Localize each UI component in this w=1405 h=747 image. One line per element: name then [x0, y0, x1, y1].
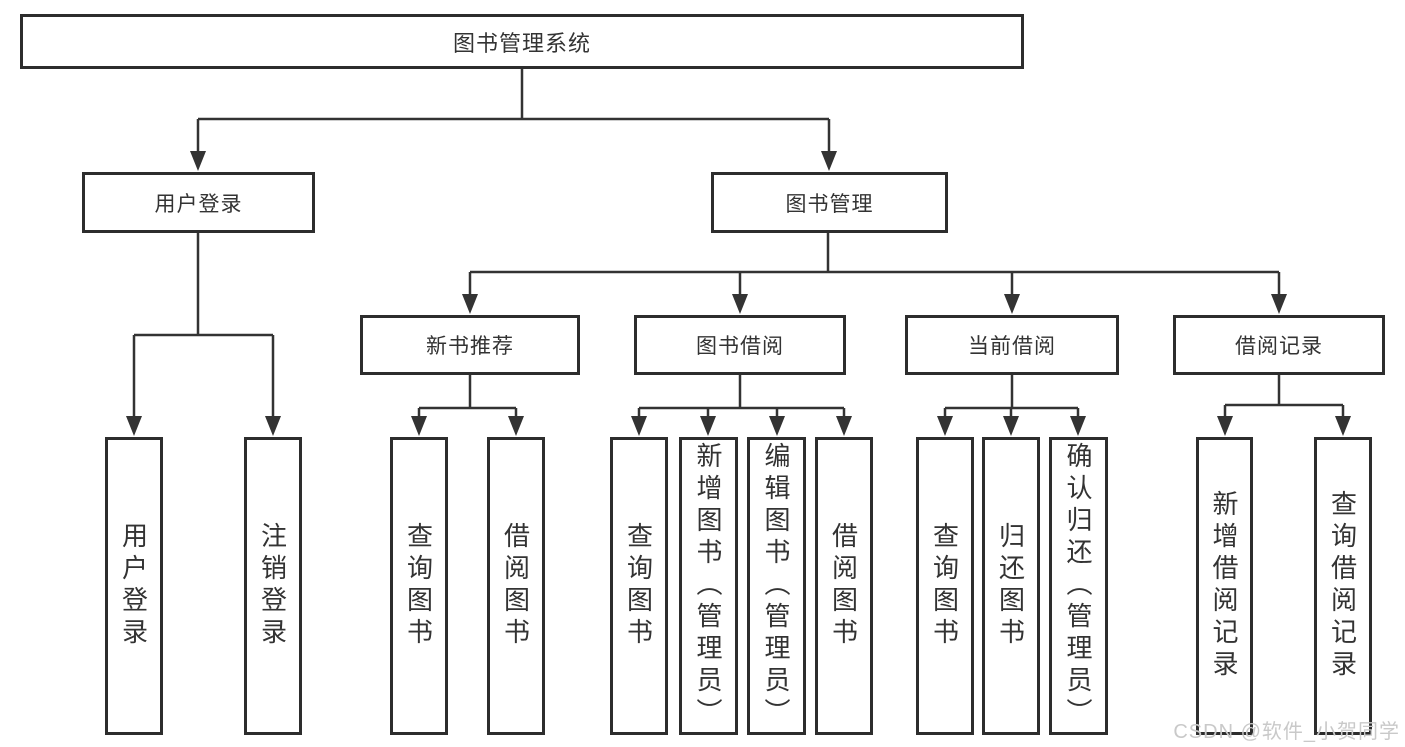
connector-new-book-children: [411, 375, 524, 436]
watermark: CSDN @软件_小贺同学: [1173, 721, 1400, 743]
arrowhead: [700, 416, 716, 436]
arrowhead: [732, 294, 748, 314]
arrowhead: [1003, 416, 1019, 436]
leaf-return-books: 归还图书: [982, 437, 1040, 735]
leaf-borrow-books-recommend: 借阅图书: [487, 437, 545, 735]
node-borrowing-records: 借阅记录: [1173, 315, 1385, 375]
arrowhead: [190, 151, 206, 171]
leaf-query-books-current: 查询图书: [916, 437, 974, 735]
arrowhead: [1217, 416, 1233, 436]
connector-book-management-children: [462, 233, 1287, 314]
connector-root-to-level2: [190, 69, 837, 171]
connector-borrowing-records-children: [1217, 375, 1351, 436]
node-user-login: 用户登录: [82, 172, 315, 233]
arrowhead: [1271, 294, 1287, 314]
leaf-query-books-recommend: 查询图书: [390, 437, 448, 735]
arrowhead: [836, 416, 852, 436]
connector-book-borrowing-children: [631, 375, 852, 436]
node-current-borrowing: 当前借阅: [905, 315, 1119, 375]
leaf-confirm-return-admin: 确认归还（管理员）: [1049, 437, 1108, 735]
leaf-query-borrow-record: 查询借阅记录: [1314, 437, 1372, 735]
arrowhead: [631, 416, 647, 436]
arrowhead: [411, 416, 427, 436]
leaf-query-books-borrowing: 查询图书: [610, 437, 668, 735]
leaf-edit-books-admin: 编辑图书（管理员）: [747, 437, 806, 735]
arrowhead: [1070, 416, 1086, 436]
connector-user-login-children: [126, 233, 281, 436]
node-root: 图书管理系统: [20, 14, 1024, 69]
node-new-book-recommendation: 新书推荐: [360, 315, 580, 375]
arrowhead: [508, 416, 524, 436]
leaf-add-borrow-record: 新增借阅记录: [1196, 437, 1253, 735]
arrowhead: [462, 294, 478, 314]
arrowhead: [821, 151, 837, 171]
arrowhead: [1335, 416, 1351, 436]
leaf-add-books-admin: 新增图书（管理员）: [679, 437, 738, 735]
arrowhead: [265, 416, 281, 436]
arrowhead: [1004, 294, 1020, 314]
node-book-management: 图书管理: [711, 172, 948, 233]
node-book-borrowing: 图书借阅: [634, 315, 846, 375]
leaf-borrow-books: 借阅图书: [815, 437, 873, 735]
connector-current-borrowing-children: [937, 375, 1086, 436]
arrowhead: [769, 416, 785, 436]
arrowhead: [937, 416, 953, 436]
leaf-logout: 注销登录: [244, 437, 302, 735]
leaf-user-login: 用户登录: [105, 437, 163, 735]
arrowhead: [126, 416, 142, 436]
